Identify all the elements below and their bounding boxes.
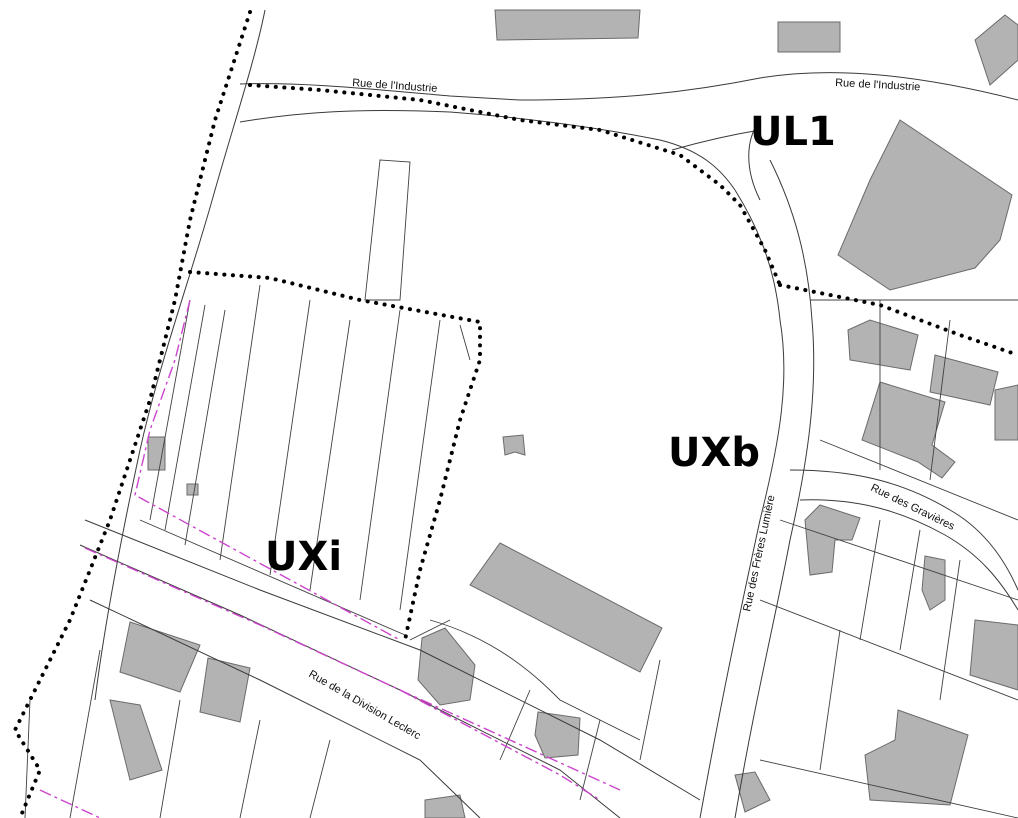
- building: [199, 657, 251, 723]
- building: [109, 699, 163, 781]
- building: [424, 794, 466, 818]
- building: [847, 319, 919, 371]
- easement-lines: [39, 299, 621, 818]
- buildings: [109, 9, 1018, 818]
- building: [494, 9, 641, 41]
- zone-labels: UL1 UXb UXi: [265, 109, 836, 580]
- building: [837, 119, 1013, 291]
- building: [186, 483, 199, 496]
- building: [534, 711, 581, 759]
- street-label-division-leclerc: Rue de la Division Leclerc: [307, 668, 424, 742]
- building: [469, 542, 663, 673]
- parcels: [24, 159, 1018, 818]
- building: [417, 627, 476, 706]
- street-label-industrie-east: Rue de l'Industrie: [835, 77, 921, 93]
- building: [974, 14, 1018, 86]
- building: [119, 621, 201, 693]
- building: [921, 555, 946, 611]
- building: [929, 354, 999, 406]
- zone-label-uxi: UXi: [265, 534, 342, 580]
- building: [969, 619, 1018, 691]
- building: [804, 504, 861, 576]
- building: [861, 381, 956, 479]
- zone-label-uxb: UXb: [668, 430, 760, 476]
- street-label-industrie-west: Rue de l'Industrie: [352, 77, 438, 95]
- building: [734, 771, 771, 813]
- zone-label-ul1: UL1: [750, 109, 836, 155]
- building: [994, 384, 1018, 441]
- zone-boundaries: [12, 10, 1018, 818]
- building: [864, 709, 969, 806]
- building: [502, 434, 526, 456]
- building: [777, 21, 841, 53]
- street-label-freres-lumiere: Rue des Frères Lumière: [741, 494, 777, 613]
